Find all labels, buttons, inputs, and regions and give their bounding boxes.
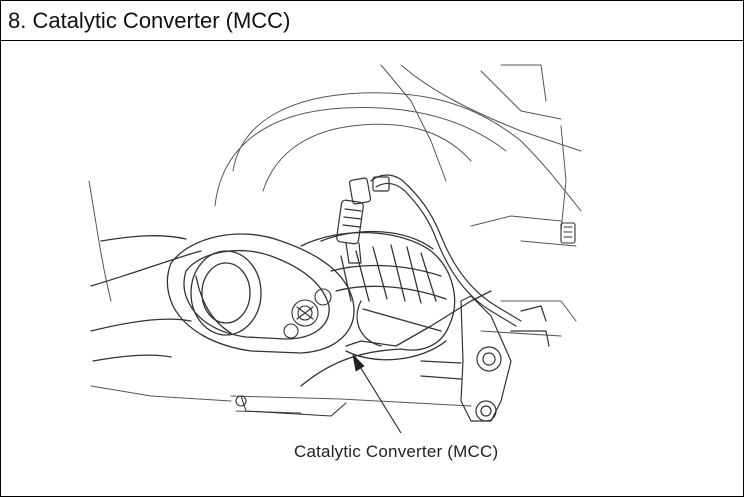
section-header: 8. Catalytic Converter (MCC) — [1, 1, 743, 41]
section-title: 8. Catalytic Converter (MCC) — [8, 8, 291, 33]
body-panel-lines — [88, 64, 582, 414]
bracket-bolt — [560, 222, 576, 244]
lower-pipe — [235, 395, 347, 417]
oxygen-sensor — [336, 174, 522, 327]
flange — [166, 233, 355, 354]
callout-label: Catalytic Converter (MCC) — [294, 442, 499, 461]
mounting-bracket — [420, 295, 550, 422]
catalytic-converter-illustration — [88, 64, 582, 434]
callout-leader-arrow — [352, 353, 402, 434]
exhaust-pipe — [90, 235, 202, 362]
flange-bolts — [283, 288, 332, 339]
